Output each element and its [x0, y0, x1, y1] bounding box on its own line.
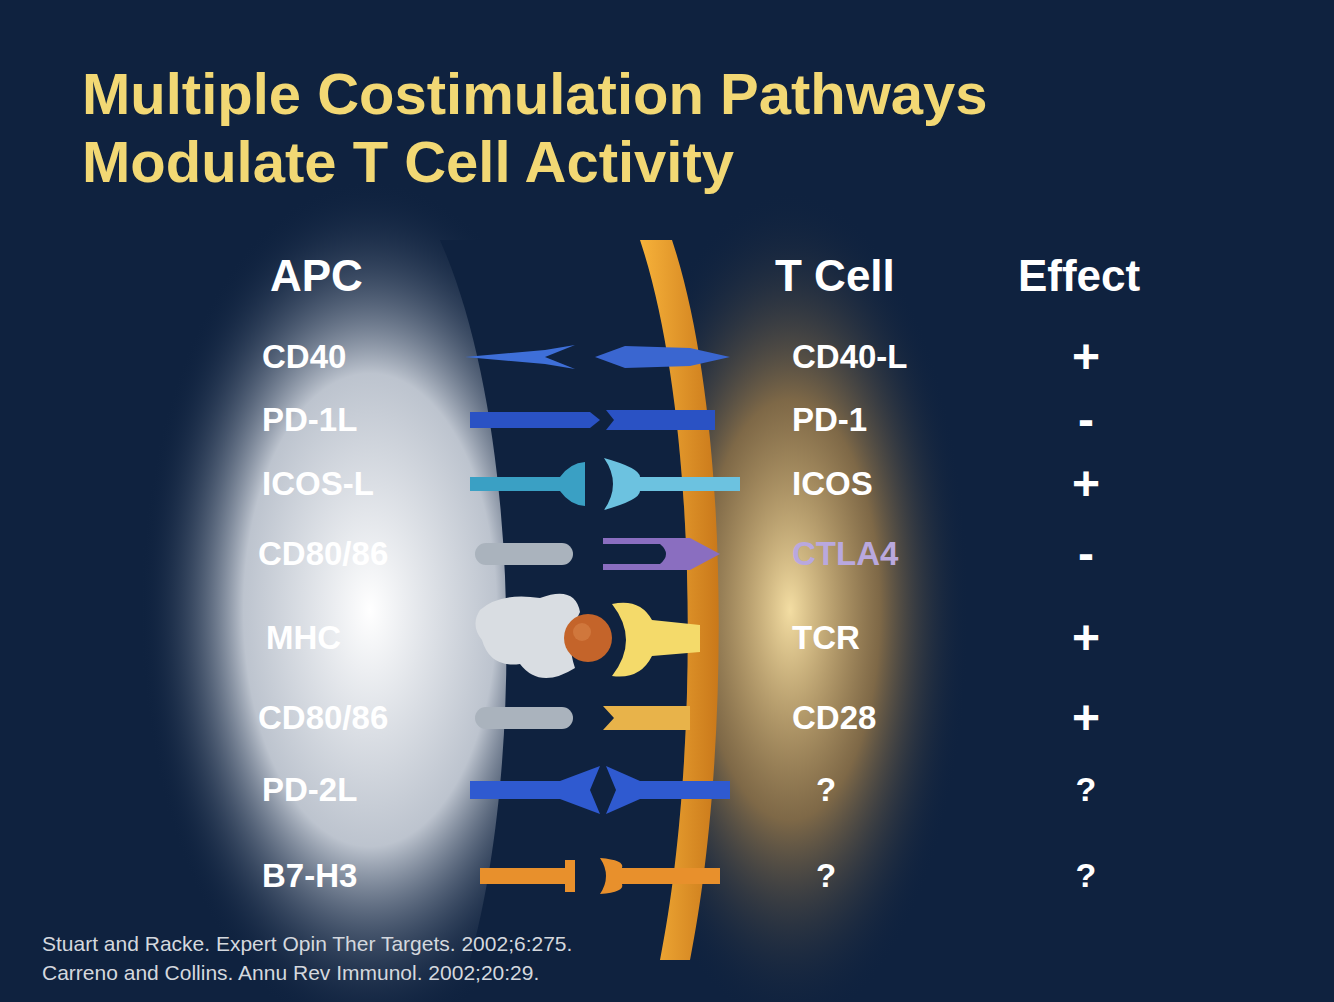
column-header: Effect	[1018, 252, 1140, 300]
title-rule	[80, 212, 1165, 214]
effect-sign: ?	[1076, 857, 1097, 894]
apc-molecule: CD80/86	[258, 536, 388, 572]
effect-sign: +	[1072, 458, 1100, 511]
apc-molecule: PD-2L	[262, 772, 357, 808]
apc-molecule: PD-1L	[262, 402, 357, 438]
effect-sign: -	[1078, 394, 1094, 447]
t-cell-molecule: ?	[816, 772, 836, 808]
t-cell-molecule: CD28	[792, 700, 876, 736]
effect-sign: +	[1072, 612, 1100, 665]
column-header: APC	[270, 252, 363, 300]
apc-molecule: CD80/86	[258, 700, 388, 736]
effect-sign: +	[1072, 692, 1100, 745]
effect-sign: -	[1078, 528, 1094, 581]
t-cell-molecule: CD40-L	[792, 339, 908, 375]
apc-molecule: CD40	[262, 339, 346, 375]
effect-sign: +	[1072, 331, 1100, 384]
column-header: T Cell	[775, 252, 895, 300]
t-cell-molecule: ?	[816, 858, 836, 894]
t-cell-molecule: CTLA4	[792, 536, 898, 572]
t-cell-molecule: ICOS	[792, 466, 873, 502]
citation: Stuart and Racke. Expert Opin Ther Targe…	[42, 932, 572, 955]
effect-sign: ?	[1076, 771, 1097, 808]
apc-molecule: B7-H3	[262, 858, 357, 894]
t-cell-molecule: TCR	[792, 620, 860, 656]
t-cell-molecule: PD-1	[792, 402, 867, 438]
slide-title: Multiple Costimulation Pathways Modulate…	[82, 60, 1202, 196]
apc-molecule: ICOS-L	[262, 466, 374, 502]
citation: Carreno and Collins. Annu Rev Immunol. 2…	[42, 961, 539, 984]
apc-molecule: MHC	[266, 620, 341, 656]
